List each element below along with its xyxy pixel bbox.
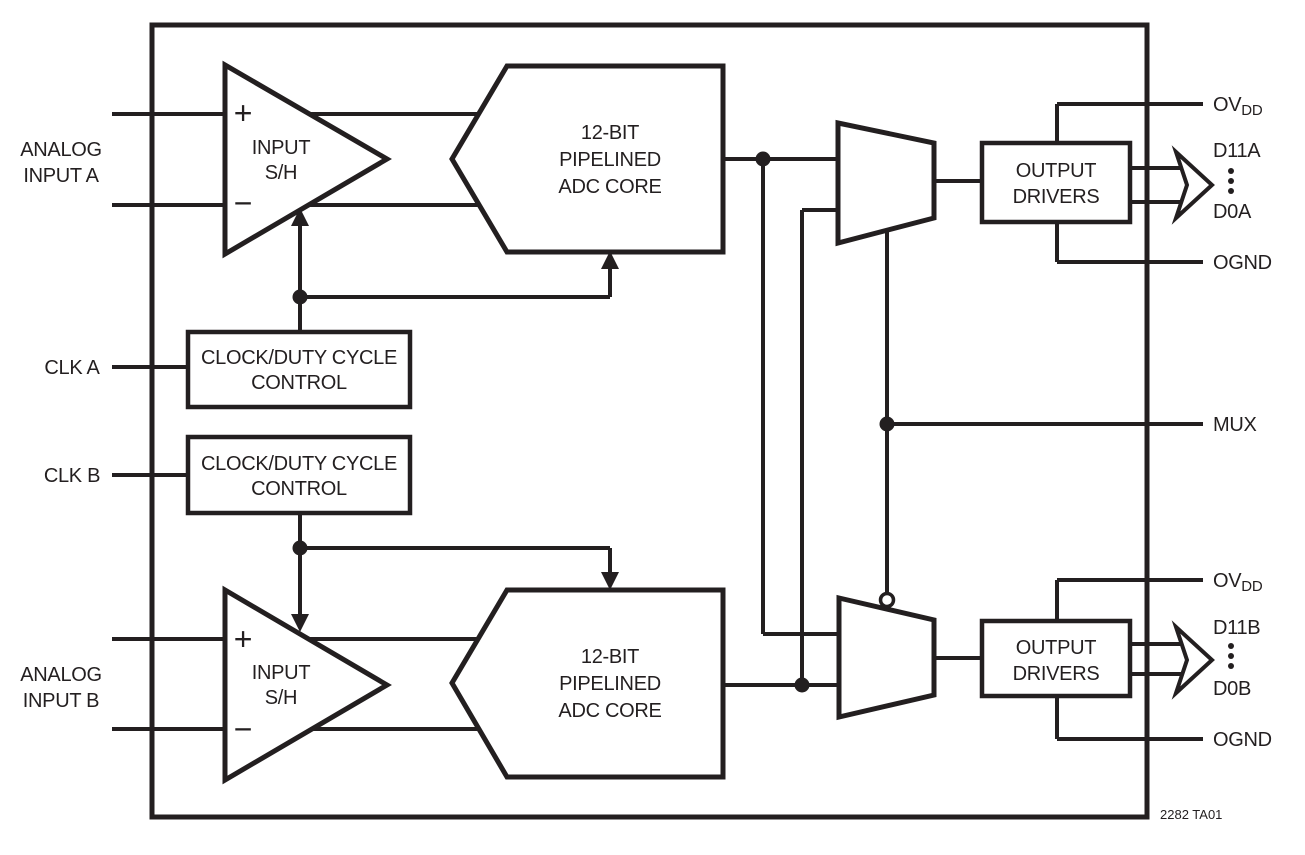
input-sh-b-minus: − bbox=[234, 711, 252, 747]
junction-adc-a-out bbox=[755, 151, 771, 167]
arrow-up-clock-a-adc bbox=[601, 251, 619, 269]
block-clock-a: CLOCK/DUTY CYCLE CONTROL bbox=[185, 329, 413, 410]
chip-boundary bbox=[149, 22, 1150, 820]
bus-ellipsis-b bbox=[1228, 643, 1234, 669]
pin-ognd-a: OGND bbox=[1213, 252, 1272, 274]
input-sh-b-triangle bbox=[222, 585, 392, 785]
pin-ovdd-b-base: OV bbox=[1213, 570, 1242, 592]
mux-b-invert-bubble bbox=[878, 591, 896, 609]
pin-d11a: D11A bbox=[1213, 140, 1261, 162]
output-drivers-a-box bbox=[979, 140, 1133, 225]
block-adc-core-b: 12-BIT PIPELINED ADC CORE bbox=[449, 587, 726, 780]
junction-mux-select bbox=[879, 416, 895, 432]
output-drivers-a-line2: DRIVERS bbox=[1013, 186, 1100, 208]
pin-ovdd-b-sub: DD bbox=[1241, 578, 1263, 595]
input-sh-a-line2: S/H bbox=[265, 162, 297, 184]
ellipsis-dot bbox=[1228, 653, 1234, 659]
pin-d0a: D0A bbox=[1213, 201, 1252, 223]
block-output-drivers-b: OUTPUT DRIVERS bbox=[979, 618, 1133, 699]
block-input-sh-b: + − INPUT S/H bbox=[222, 585, 392, 785]
junction-adc-b-out bbox=[794, 677, 810, 693]
pin-mux: MUX bbox=[1213, 414, 1257, 436]
right-pin-labels: OVDD D11A D0A OGND MUX OVDD D11B D0B OGN… bbox=[1213, 94, 1272, 751]
arrow-down-clock-b-adc bbox=[601, 572, 619, 590]
block-adc-core-a: 12-BIT PIPELINED ADC CORE bbox=[449, 63, 726, 255]
ellipsis-dot bbox=[1228, 663, 1234, 669]
input-sh-b-line1: INPUT bbox=[252, 662, 311, 684]
mux-a-trapezoid bbox=[835, 119, 937, 247]
adc-core-a-line1: 12-BIT bbox=[581, 122, 639, 144]
pin-d0b: D0B bbox=[1213, 678, 1251, 700]
pin-ovdd-a-sub: DD bbox=[1241, 102, 1263, 119]
block-input-sh-a: + − INPUT S/H bbox=[222, 60, 392, 259]
adc-core-b-line2: PIPELINED bbox=[559, 673, 661, 695]
figure-note: 2282 TA01 bbox=[1160, 807, 1222, 822]
block-clock-b: CLOCK/DUTY CYCLE CONTROL bbox=[185, 434, 413, 516]
pin-analog-input-a-line2: INPUT A bbox=[23, 165, 99, 187]
output-drivers-b-line2: DRIVERS bbox=[1013, 663, 1100, 685]
junction-dots bbox=[292, 151, 895, 693]
input-sh-a-triangle bbox=[222, 60, 392, 259]
pin-d11b: D11B bbox=[1213, 617, 1260, 639]
pin-clk-a: CLK A bbox=[44, 357, 100, 379]
output-drivers-b-box bbox=[979, 618, 1133, 699]
junction-clock-b bbox=[292, 540, 308, 556]
input-sh-a-minus: − bbox=[234, 185, 252, 221]
bus-arrow-b bbox=[1171, 620, 1215, 700]
clock-a-line1: CLOCK/DUTY CYCLE bbox=[201, 347, 397, 369]
adc-core-b-pentagon bbox=[449, 587, 726, 780]
pin-clk-b: CLK B bbox=[44, 465, 100, 487]
ellipsis-dot bbox=[1228, 643, 1234, 649]
pin-analog-input-a-line1: ANALOG bbox=[20, 139, 102, 161]
ellipsis-dot bbox=[1228, 178, 1234, 184]
output-drivers-b-line1: OUTPUT bbox=[1016, 637, 1097, 659]
arrow-down-clock-b-sh bbox=[291, 614, 309, 632]
block-output-drivers-a: OUTPUT DRIVERS bbox=[979, 140, 1133, 225]
pin-ovdd-a-base: OV bbox=[1213, 94, 1242, 116]
clock-b-box bbox=[185, 434, 413, 516]
pin-ovdd-b: OVDD bbox=[1213, 570, 1263, 595]
output-drivers-a-line1: OUTPUT bbox=[1016, 160, 1097, 182]
adc-core-b-line3: ADC CORE bbox=[558, 700, 661, 722]
junction-clock-a bbox=[292, 289, 308, 305]
bus-arrow-a bbox=[1171, 145, 1215, 225]
clock-b-line2: CONTROL bbox=[251, 478, 347, 500]
left-pin-labels: ANALOG INPUT A CLK A CLK B ANALOG INPUT … bbox=[20, 139, 102, 712]
input-sh-b-line2: S/H bbox=[265, 687, 297, 709]
pin-analog-input-b-line1: ANALOG bbox=[20, 664, 102, 686]
input-sh-a-line1: INPUT bbox=[252, 137, 311, 159]
bus-ellipsis-a bbox=[1228, 168, 1234, 194]
pin-ovdd-a: OVDD bbox=[1213, 94, 1263, 119]
arrowheads bbox=[291, 208, 619, 632]
pin-analog-input-b-line2: INPUT B bbox=[23, 690, 99, 712]
adc-core-a-line2: PIPELINED bbox=[559, 149, 661, 171]
adc-core-b-line1: 12-BIT bbox=[581, 646, 639, 668]
ellipsis-dot bbox=[1228, 168, 1234, 174]
arrow-up-clock-a-sh bbox=[291, 208, 309, 226]
clock-a-line2: CONTROL bbox=[251, 372, 347, 394]
pin-ognd-b: OGND bbox=[1213, 729, 1272, 751]
input-sh-a-plus: + bbox=[234, 95, 252, 131]
mux-b-trapezoid bbox=[836, 594, 937, 721]
ellipsis-dot bbox=[1228, 188, 1234, 194]
adc-core-a-line3: ADC CORE bbox=[558, 176, 661, 198]
adc-core-a-pentagon bbox=[449, 63, 726, 255]
clock-a-box bbox=[185, 329, 413, 410]
clock-b-line1: CLOCK/DUTY CYCLE bbox=[201, 453, 397, 475]
input-sh-b-plus: + bbox=[234, 621, 252, 657]
